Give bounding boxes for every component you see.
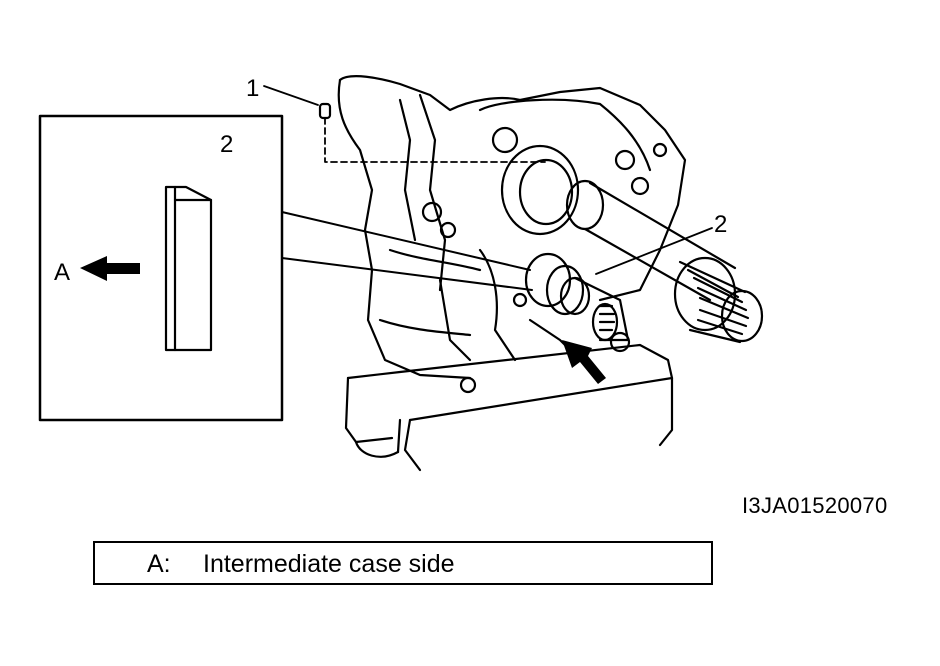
callout-2-main: 2 xyxy=(714,211,727,238)
dashed-leader-1 xyxy=(324,117,546,163)
legend-box: A: Intermediate case side xyxy=(93,541,713,585)
callout-1: 1 xyxy=(246,75,259,102)
part-2-seal-assembly xyxy=(524,252,631,353)
part-1-pin xyxy=(318,102,332,120)
inset-seal-profile xyxy=(164,185,213,352)
transmission-case xyxy=(337,75,687,394)
legend-text: Intermediate case side xyxy=(203,550,455,578)
legend-key: A: xyxy=(147,550,171,578)
zoom-line-top xyxy=(281,211,531,271)
zoom-line-bottom xyxy=(281,257,533,291)
leader-line-2 xyxy=(595,227,713,275)
figure-id: I3JA01520070 xyxy=(742,493,888,518)
leader-line-1 xyxy=(263,85,319,106)
inset-detail-box xyxy=(38,114,284,422)
direction-arrow-a xyxy=(80,256,140,281)
callout-2-inset: 2 xyxy=(220,131,233,158)
output-shaft xyxy=(565,179,764,344)
holding-fixture xyxy=(344,343,674,472)
callout-a: A xyxy=(54,259,70,286)
installation-arrow xyxy=(562,340,606,384)
